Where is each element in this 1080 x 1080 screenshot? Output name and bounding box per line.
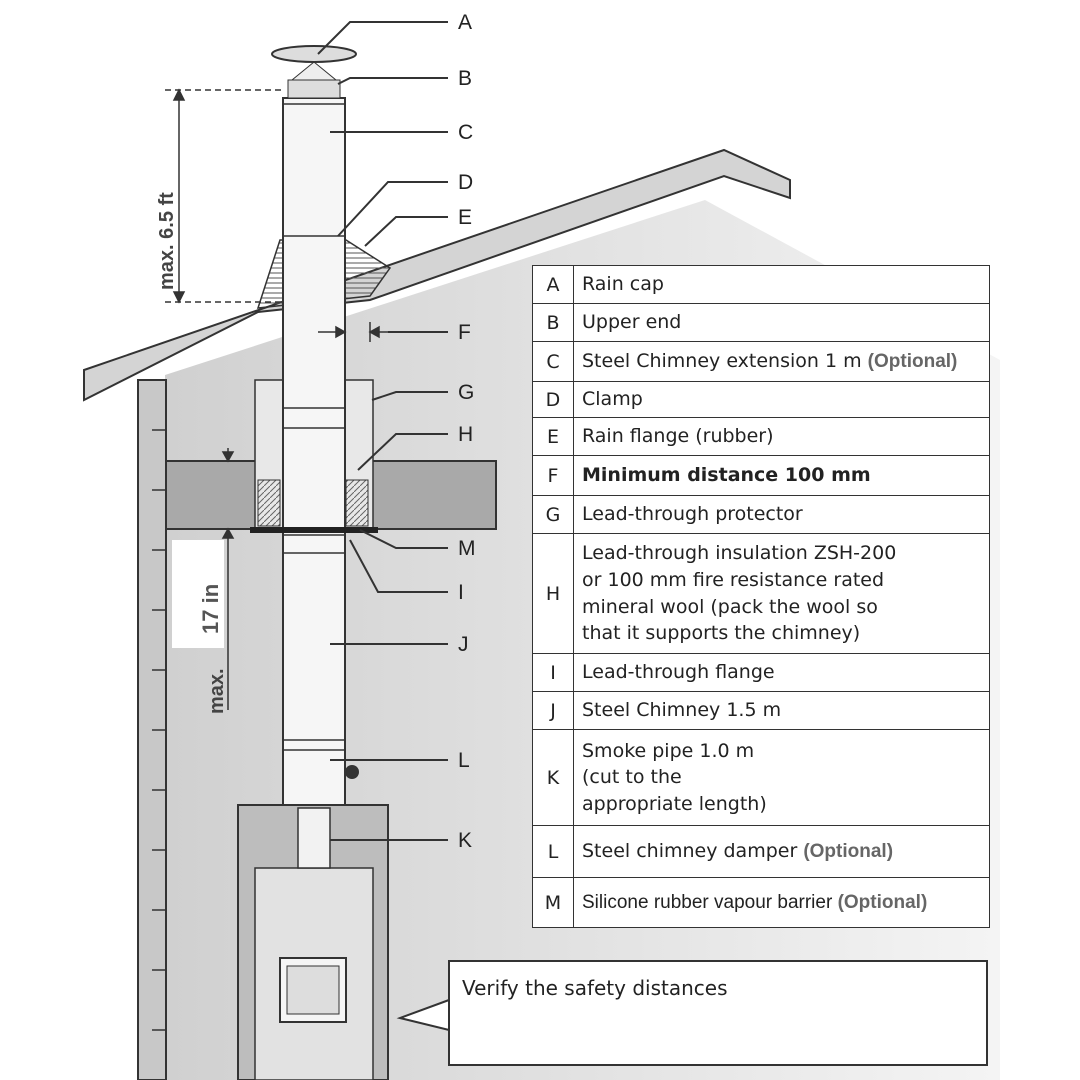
insulation-left bbox=[257, 479, 281, 527]
legend-row: A Rain cap bbox=[532, 265, 990, 304]
wall-ticks bbox=[152, 429, 166, 1031]
legend-key: M bbox=[532, 877, 574, 928]
dimension-label-bg bbox=[172, 540, 224, 648]
legend-row: K Smoke pipe 1.0 m (cut to the appropria… bbox=[532, 729, 990, 826]
legend-text: Minimum distance 100 mm bbox=[573, 455, 990, 496]
legend-text: Lead-through insulation ZSH-200 or 100 m… bbox=[573, 533, 990, 654]
legend-row: C Steel Chimney extension 1 m (Optional) bbox=[532, 341, 990, 382]
stove-window-inner bbox=[286, 965, 340, 1015]
legend-text: Clamp bbox=[573, 381, 990, 418]
callout-h: H bbox=[458, 423, 474, 446]
legend-row: G Lead-through protector bbox=[532, 495, 990, 534]
callout-g: G bbox=[458, 381, 475, 404]
legend-cell: Steel Chimney extension 1 m (Optional) bbox=[573, 341, 990, 382]
chimney-joints bbox=[283, 103, 345, 751]
smoke-pipe bbox=[297, 807, 331, 869]
callout-i: I bbox=[458, 581, 464, 604]
optional-tag: (Optional) bbox=[837, 891, 928, 913]
legend-key: F bbox=[532, 455, 574, 496]
optional-tag: (Optional) bbox=[867, 351, 958, 372]
legend-text: Upper end bbox=[573, 303, 990, 342]
rain-cap-cone bbox=[290, 61, 338, 81]
legend-key: H bbox=[532, 533, 574, 654]
distance-f-marker bbox=[318, 322, 388, 342]
legend-row: H Lead-through insulation ZSH-200 or 100… bbox=[532, 533, 990, 654]
legend-text: Lead-through protector bbox=[573, 495, 990, 534]
safety-note-text: Verify the safety distances bbox=[462, 976, 728, 1000]
legend-row: I Lead-through flange bbox=[532, 653, 990, 692]
callout-b: B bbox=[458, 67, 473, 90]
legend-key: J bbox=[532, 691, 574, 730]
legend-text: Smoke pipe 1.0 m (cut to the appropriate… bbox=[573, 729, 990, 826]
legend-table: A Rain cap B Upper end C Steel Chimney e… bbox=[532, 265, 990, 928]
legend-key: B bbox=[532, 303, 574, 342]
damper-knob bbox=[345, 765, 359, 779]
legend-key: L bbox=[532, 825, 574, 878]
upper-end bbox=[287, 79, 341, 99]
legend-key: D bbox=[532, 381, 574, 418]
lead-through-flange bbox=[250, 527, 378, 533]
legend-row: M Silicone rubber vapour barrier (Option… bbox=[532, 877, 990, 928]
legend-cell: Silicone rubber vapour barrier (Optional… bbox=[573, 877, 990, 928]
dimension-lower-value: 17 in bbox=[198, 583, 223, 634]
legend-text: Steel Chimney extension 1 m bbox=[582, 350, 862, 372]
legend-key: I bbox=[532, 653, 574, 692]
legend-text: Steel Chimney 1.5 m bbox=[573, 691, 990, 730]
dimension-top-label: max. 6.5 ft bbox=[156, 192, 178, 290]
legend-key: G bbox=[532, 495, 574, 534]
legend-row: E Rain flange (rubber) bbox=[532, 417, 990, 456]
callout-k: K bbox=[458, 829, 473, 852]
safety-note: Verify the safety distances bbox=[448, 960, 988, 1066]
dimension-top bbox=[165, 88, 283, 304]
insulation-right bbox=[345, 479, 369, 527]
dimension-lower-prefix: max. bbox=[206, 668, 228, 714]
optional-tag: (Optional) bbox=[803, 841, 894, 862]
legend-cell: Steel chimney damper (Optional) bbox=[573, 825, 990, 878]
rain-cap bbox=[271, 45, 357, 63]
legend-text: Steel chimney damper bbox=[582, 840, 798, 862]
callout-m: M bbox=[458, 537, 476, 560]
legend-key: A bbox=[532, 265, 574, 304]
legend-row: B Upper end bbox=[532, 303, 990, 342]
callout-d: D bbox=[458, 171, 474, 194]
legend-row: D Clamp bbox=[532, 381, 990, 418]
legend-text: Lead-through flange bbox=[573, 653, 990, 692]
legend-text: Silicone rubber vapour barrier bbox=[582, 891, 833, 913]
legend-key: C bbox=[532, 341, 574, 382]
legend-row: L Steel chimney damper (Optional) bbox=[532, 825, 990, 878]
legend-row: J Steel Chimney 1.5 m bbox=[532, 691, 990, 730]
callout-e: E bbox=[458, 206, 473, 229]
roof bbox=[83, 148, 791, 402]
legend-row: F Minimum distance 100 mm bbox=[532, 455, 990, 496]
legend-text: Rain cap bbox=[573, 265, 990, 304]
callout-c: C bbox=[458, 121, 474, 144]
chimney-pipe bbox=[282, 97, 346, 809]
callout-l: L bbox=[458, 749, 470, 772]
callout-j: J bbox=[458, 633, 469, 656]
callout-a: A bbox=[458, 11, 473, 34]
legend-text: Rain flange (rubber) bbox=[573, 417, 990, 456]
legend-key: K bbox=[532, 729, 574, 826]
legend-key: E bbox=[532, 417, 574, 456]
callout-f: F bbox=[458, 321, 471, 344]
leader-lines bbox=[317, 21, 448, 841]
dimension-lower bbox=[221, 448, 235, 710]
